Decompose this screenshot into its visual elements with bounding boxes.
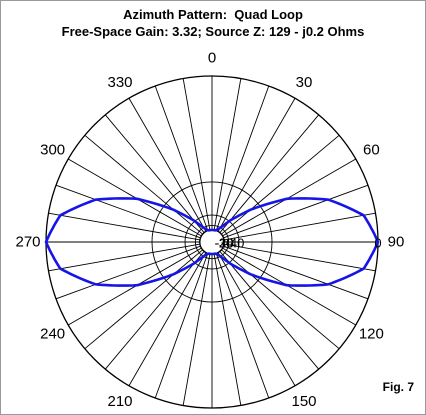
grid-spoke [55, 245, 201, 300]
grid-spoke [223, 212, 376, 241]
radial-label: -10 [215, 236, 234, 251]
grid-spoke [154, 85, 209, 231]
grid-spoke [182, 78, 211, 231]
angle-label: 330 [107, 74, 132, 91]
angle-label: 210 [107, 393, 132, 410]
grid-spoke [128, 252, 207, 386]
grid-spoke [213, 253, 242, 406]
polar-grid [45, 75, 379, 409]
grid-spoke [220, 134, 340, 235]
grid-spoke [219, 114, 320, 234]
grid-ring [151, 181, 273, 303]
angle-label: 270 [15, 234, 40, 251]
angle-label: 0 [208, 50, 216, 67]
angle-label: 30 [296, 74, 313, 91]
pattern-series [44, 197, 380, 287]
radial-label: 0 [374, 236, 381, 251]
grid-spoke [213, 78, 242, 231]
grid-spoke [220, 249, 340, 350]
grid-spoke [55, 184, 201, 239]
angle-label: 60 [363, 142, 380, 159]
grid-spoke [48, 243, 201, 272]
grid-spoke [217, 252, 296, 386]
radial-label: -40 [226, 236, 245, 251]
grid-spoke [48, 212, 201, 241]
grid-spoke [182, 253, 211, 406]
grid-spoke [217, 98, 296, 232]
grid-spoke [104, 114, 205, 234]
grid-spoke [215, 85, 270, 231]
chart-subtitle: Free-Space Gain: 3.32; Source Z: 129 - j… [61, 24, 365, 39]
grid-spoke [223, 184, 369, 239]
grid-spoke [84, 134, 204, 235]
grid-spoke [223, 245, 369, 300]
grid-spoke [219, 250, 320, 370]
chart-title: Azimuth Pattern: Quad Loop [123, 7, 303, 22]
angle-label: 300 [40, 142, 65, 159]
grid-spoke [154, 253, 209, 399]
chart-titles: Azimuth Pattern: Quad Loop Free-Space Ga… [1, 6, 425, 40]
grid-spoke [84, 249, 204, 350]
grid-spoke [104, 250, 205, 370]
angle-label: 240 [40, 326, 65, 343]
angle-label: 120 [359, 326, 384, 343]
axis-labels: 03060901201501802102402703003300-10-20-3… [15, 50, 405, 410]
radial-label: -20 [215, 236, 234, 251]
angle-label: 150 [291, 393, 316, 410]
figure-label: Fig. 7 [382, 380, 414, 394]
grid-spoke [215, 253, 270, 399]
grid-ring [194, 224, 230, 260]
radial-label: -30 [215, 236, 234, 251]
grid-ring [184, 214, 240, 270]
grid-spoke [128, 98, 207, 232]
angle-label: 90 [388, 234, 405, 251]
grid-spoke [223, 243, 376, 272]
pattern-trace [44, 197, 380, 287]
